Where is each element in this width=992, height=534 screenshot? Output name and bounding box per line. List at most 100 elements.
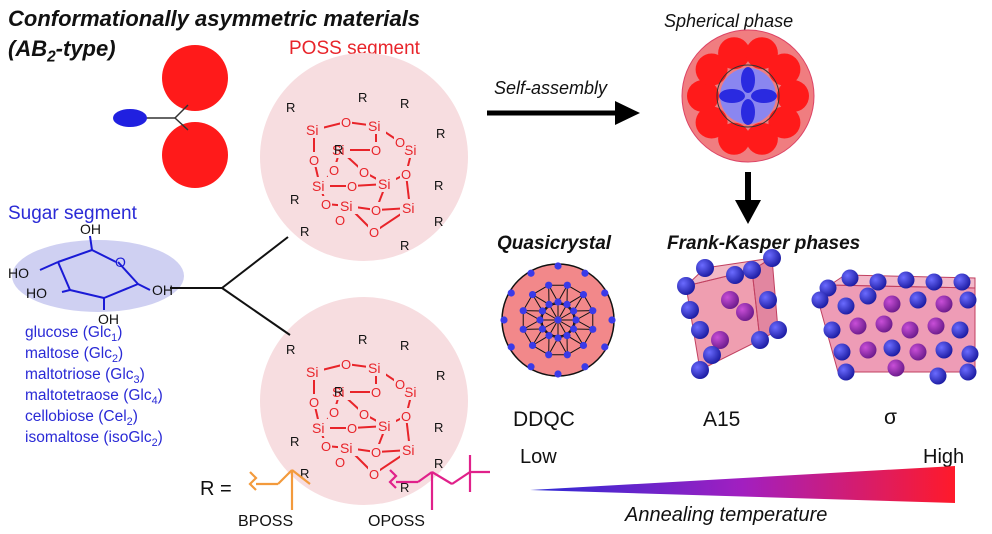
sigma-sphere <box>811 291 829 309</box>
si-atom: Si <box>402 442 414 458</box>
a15-sphere <box>681 301 699 319</box>
temp-high-label: High <box>923 446 965 468</box>
r-substituent: R <box>290 192 299 207</box>
r-substituent: R <box>434 420 443 435</box>
o-atom: O <box>321 439 331 454</box>
sigma-sphere <box>823 321 841 339</box>
sigma-sphere <box>959 291 977 309</box>
r-substituent: R <box>400 238 409 253</box>
o-atom: O <box>335 213 345 228</box>
o-atom: O <box>321 197 331 212</box>
si-bg <box>400 441 420 458</box>
si-atom: Si <box>312 178 324 194</box>
ddqc-node <box>528 290 537 299</box>
sugar-segment-label: Sugar segment <box>8 203 137 224</box>
ddqc-node <box>589 307 597 315</box>
r-substituent: R <box>290 434 299 449</box>
o-atom: O <box>395 377 405 392</box>
svg-text:O: O <box>115 254 126 270</box>
list-item: maltotriose (Glc3) <box>25 366 145 387</box>
o-bg <box>370 384 382 399</box>
red-sphere <box>745 122 778 155</box>
si-atom: Si <box>368 360 380 376</box>
a15-sphere <box>696 259 714 277</box>
oposs-r-group <box>388 455 490 510</box>
si-atom: Si <box>306 122 318 138</box>
sugar-list: glucose (Glc1) maltose (Glc2) maltotrios… <box>25 324 163 450</box>
o-atom: O <box>341 357 351 372</box>
r-substituent: R <box>358 90 367 105</box>
sigma-sphere <box>883 339 901 357</box>
si-atom: Si <box>340 440 352 456</box>
sigma-sphere <box>953 273 971 291</box>
sigma-sphere <box>935 341 953 359</box>
sigma-sphere <box>897 271 915 289</box>
o-bg <box>308 152 320 167</box>
si-bg <box>376 175 396 192</box>
si-bg <box>402 141 422 158</box>
o-bg <box>340 114 352 129</box>
sigma-sphere <box>869 273 887 291</box>
ddqc-label: DDQC <box>513 408 575 431</box>
o-atom: O <box>359 165 369 180</box>
red-sphere <box>695 106 728 139</box>
r-substituent: R <box>434 214 443 229</box>
linker-lines <box>170 236 291 336</box>
o-bg <box>328 404 340 419</box>
red-sphere <box>718 122 751 155</box>
ddqc-node <box>554 262 562 270</box>
si-atom: Si <box>340 198 352 214</box>
r-substituent: R <box>334 142 343 157</box>
a15-sphere <box>703 346 721 364</box>
red-sphere <box>718 37 751 70</box>
ddqc-tiling <box>500 262 616 378</box>
o-atom: O <box>371 385 381 400</box>
a15-sphere <box>726 266 744 284</box>
si-bg <box>400 199 420 216</box>
si-bg <box>402 383 422 400</box>
a15-sphere <box>711 331 729 349</box>
o-atom: O <box>335 455 345 470</box>
ddqc-node <box>545 300 553 309</box>
o-atom: O <box>371 143 381 158</box>
sigma-sphere <box>819 279 837 297</box>
si-bg <box>376 417 396 434</box>
o-bg <box>334 212 346 227</box>
ddqc-node <box>581 363 589 371</box>
si-bg <box>304 363 324 380</box>
si-atom: Si <box>404 384 416 400</box>
ddqc-node <box>519 325 527 333</box>
o-bg <box>346 178 358 193</box>
o-bg <box>328 162 340 177</box>
a15-sphere <box>677 277 695 295</box>
o-bg <box>308 394 320 409</box>
sugar-background <box>12 240 184 312</box>
red-sphere <box>745 37 778 70</box>
si-bg <box>338 439 358 456</box>
ddqc-node <box>527 363 535 371</box>
sigma-sphere <box>887 359 905 377</box>
figure-subtitle: (AB2-type) <box>8 36 116 66</box>
inner-outline <box>716 64 780 128</box>
r-equals-bposs: R = <box>200 478 232 500</box>
list-item: cellobiose (Cel2) <box>25 408 138 429</box>
o-atom: O <box>347 421 357 436</box>
o-bg <box>334 454 346 469</box>
o-bg <box>368 466 380 481</box>
o-atom: O <box>371 445 381 460</box>
ddqc-node <box>545 281 553 289</box>
r-substituent: R <box>436 126 445 141</box>
down-arrow <box>735 172 761 224</box>
o-atom: O <box>395 135 405 150</box>
o-atom: O <box>309 153 319 168</box>
ddqc-node <box>579 341 588 350</box>
sigma-sphere <box>859 287 877 305</box>
ddqc-node <box>528 341 537 350</box>
ddqc-node <box>554 334 562 342</box>
red-sphere <box>768 53 801 86</box>
ddqc-node <box>554 298 562 306</box>
o-bg <box>400 408 412 423</box>
o-atom: O <box>341 115 351 130</box>
